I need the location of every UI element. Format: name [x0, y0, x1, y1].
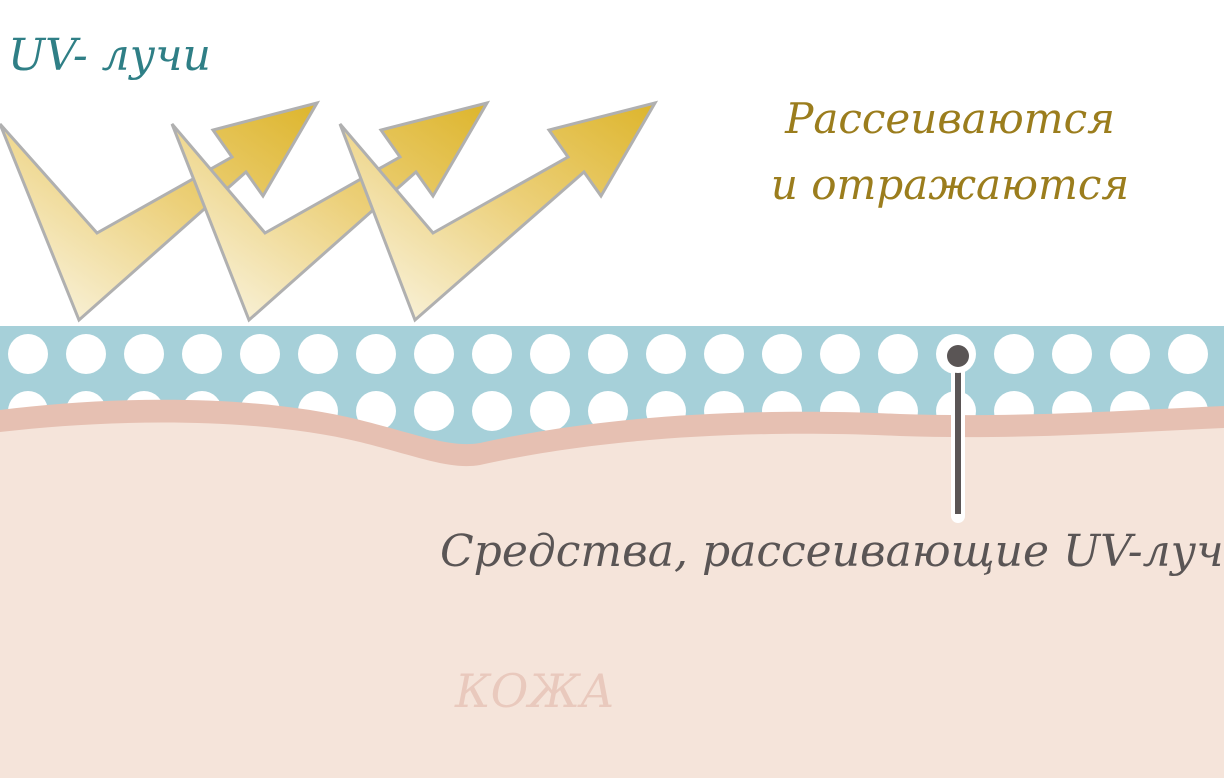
particle-icon — [1110, 334, 1150, 374]
skin-label: КОЖА — [455, 664, 615, 718]
uv-rays-label: UV- лучи — [8, 30, 211, 81]
particle-icon — [1168, 334, 1208, 374]
particle-icon — [8, 334, 48, 374]
particle-icon — [182, 334, 222, 374]
uv-rays — [0, 100, 659, 323]
particle-icon — [356, 391, 396, 431]
particle-icon — [240, 334, 280, 374]
uv-ray-arrow-icon — [338, 100, 659, 323]
scattering-agent-label: Средства, рассеивающие UV-лучи — [440, 526, 1224, 577]
particle-icon — [1052, 334, 1092, 374]
particle-icon — [820, 334, 860, 374]
particle-icon — [472, 334, 512, 374]
particle-icon — [530, 334, 570, 374]
scatter-reflect-label: Рассеиваются и отражаются — [770, 94, 1130, 209]
particle-icon — [414, 334, 454, 374]
pin-pointer-icon — [941, 339, 975, 523]
particle-icon — [588, 334, 628, 374]
uv-ray-arrow-icon — [0, 100, 321, 323]
skin-layer — [0, 422, 1224, 778]
particle-icon — [356, 334, 396, 374]
uv-ray-arrow-icon — [170, 100, 491, 323]
particle-icon — [994, 334, 1034, 374]
particle-icon — [530, 391, 570, 431]
particle-icon — [762, 334, 802, 374]
particle-icon — [124, 334, 164, 374]
particle-icon — [298, 334, 338, 374]
particle-icon — [704, 334, 744, 374]
particle-icon — [646, 334, 686, 374]
particle-icon — [878, 334, 918, 374]
particle-icon — [472, 391, 512, 431]
particle-icon — [414, 391, 454, 431]
particle-icon — [66, 334, 106, 374]
